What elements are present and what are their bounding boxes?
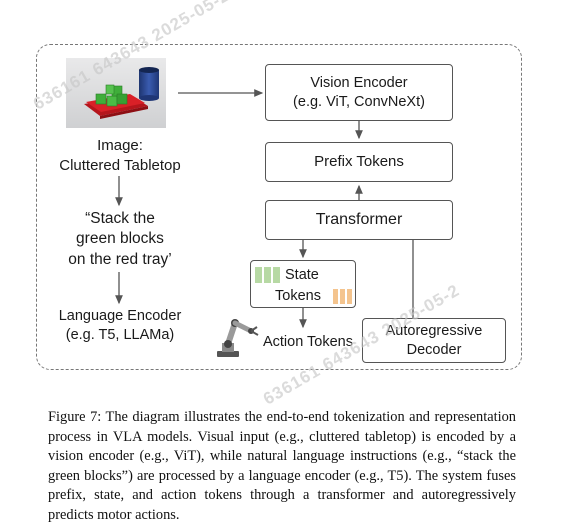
transformer-box: Transformer bbox=[265, 200, 453, 240]
image-label-line1: Image: bbox=[97, 137, 143, 154]
state-tokens-line1: State bbox=[285, 267, 319, 283]
language-encoder-line2: (e.g. T5, LLAMa) bbox=[65, 327, 175, 344]
image-label-line2: Cluttered Tabletop bbox=[59, 156, 181, 174]
instruction-line2: green blocks bbox=[76, 230, 164, 248]
instruction-line3: on the red tray’ bbox=[68, 250, 172, 268]
action-tokens-label: Action Tokens bbox=[262, 334, 353, 350]
figure-caption: Figure 7: The diagram illustrates the en… bbox=[48, 409, 516, 523]
vision-encoder-line2: (e.g. ViT, ConvNeXt) bbox=[293, 93, 425, 110]
vision-encoder-line1: Vision Encoder bbox=[310, 75, 408, 92]
instruction-line1: “Stack the bbox=[85, 210, 155, 227]
autoregressive-line1: Autoregressive bbox=[385, 323, 483, 340]
state-tokens-box: State Tokens bbox=[250, 260, 356, 308]
vision-encoder-box: Vision Encoder (e.g. ViT, ConvNeXt) bbox=[265, 64, 453, 121]
prefix-tokens-label: Prefix Tokens bbox=[314, 152, 404, 170]
state-tokens-line2: Tokens bbox=[275, 288, 321, 304]
prefix-tokens-box: Prefix Tokens bbox=[265, 142, 453, 182]
instruction-text: “Stack the green blocks on the red tray’ bbox=[40, 209, 200, 270]
state-tokens-green-icon bbox=[255, 267, 281, 283]
language-encoder: Language Encoder (e.g. T5, LLAMa) bbox=[30, 307, 210, 345]
image-label: Image: Cluttered Tabletop bbox=[40, 136, 200, 176]
diagram-frame bbox=[36, 44, 522, 370]
language-encoder-line1: Language Encoder bbox=[58, 308, 182, 324]
robot-arm-icon bbox=[213, 313, 261, 359]
autoregressive-line2: Decoder bbox=[406, 341, 462, 358]
tabletop-photo bbox=[66, 58, 166, 128]
transformer-label: Transformer bbox=[315, 211, 403, 228]
state-tokens-orange-icon bbox=[333, 289, 355, 304]
autoregressive-decoder-box: Autoregressive Decoder bbox=[362, 318, 506, 363]
